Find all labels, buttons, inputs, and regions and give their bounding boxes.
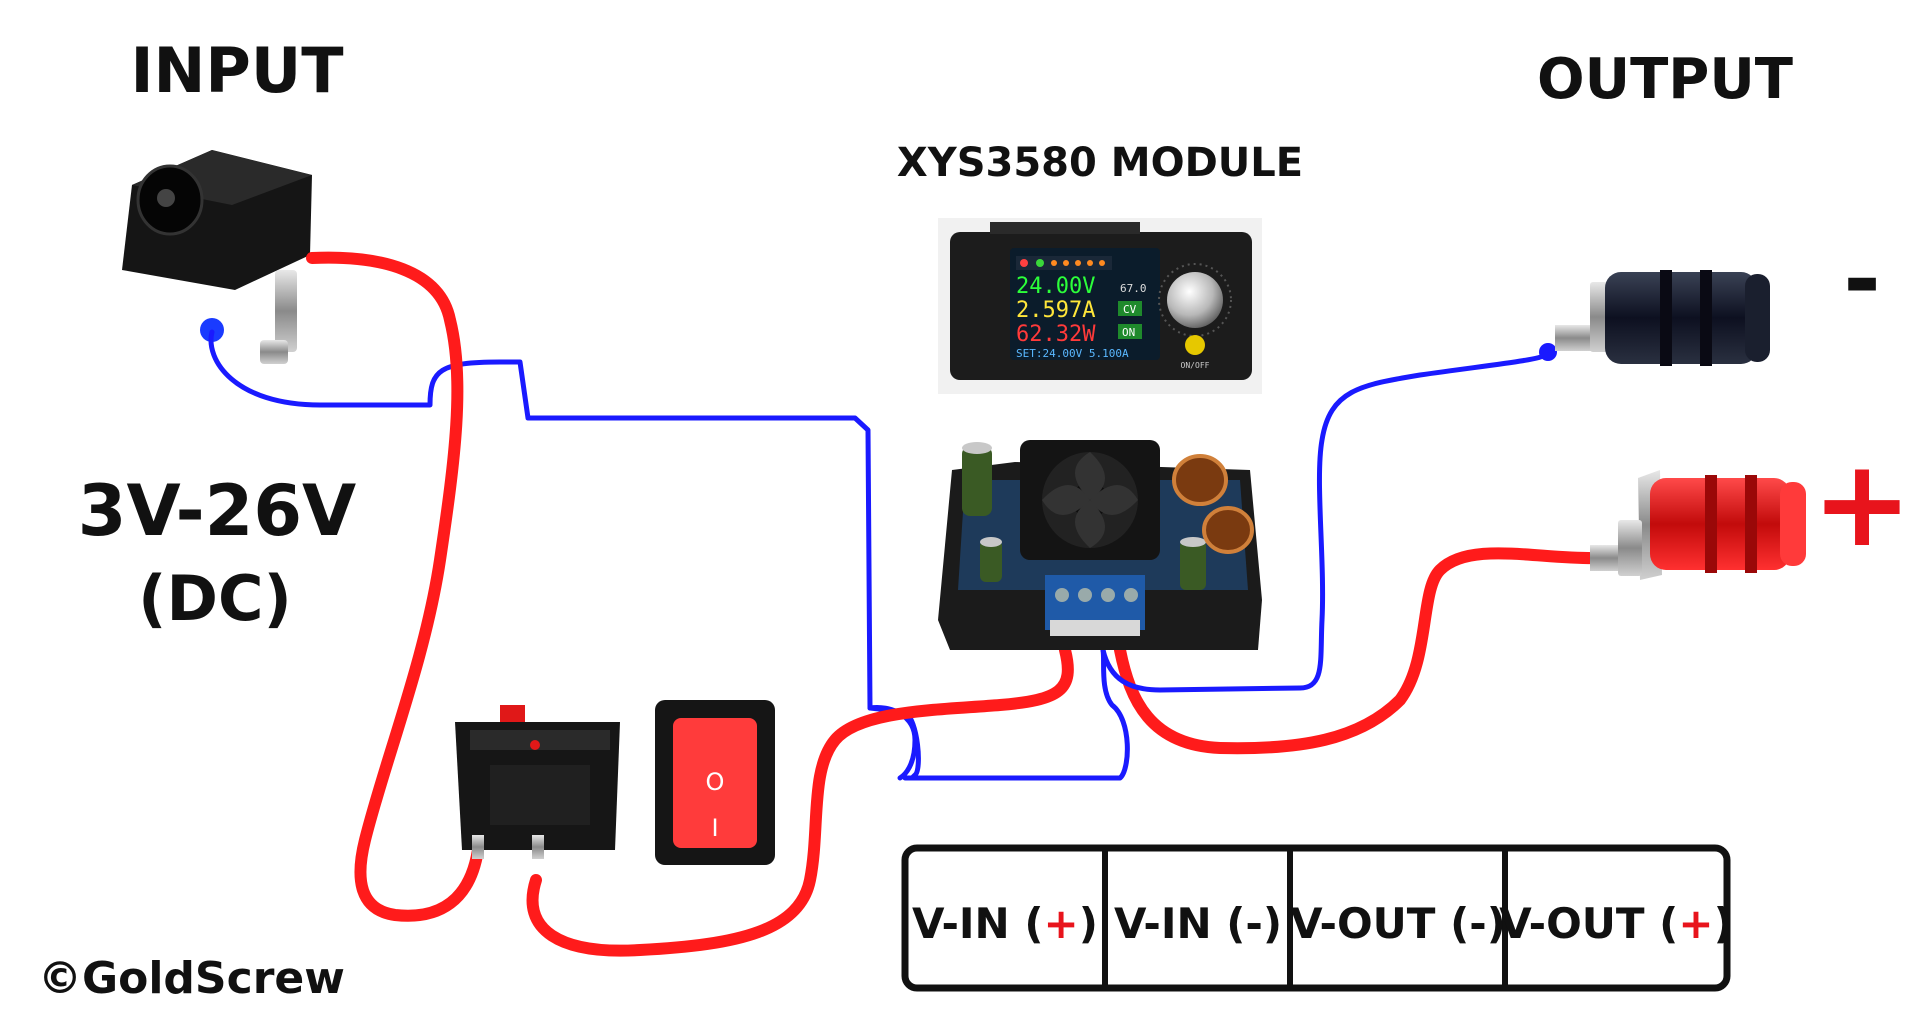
output-positive-wire bbox=[1114, 547, 1606, 755]
voltage-range-label: 3V-26V bbox=[78, 470, 356, 552]
output-negative-wire bbox=[1100, 352, 1548, 693]
lcd-current: 2.597A bbox=[1016, 298, 1095, 323]
output-heading: OUTPUT bbox=[1537, 47, 1793, 112]
switched-positive-wire bbox=[526, 644, 1074, 957]
terminal-label-vin-negative: V-IN (-) bbox=[1114, 899, 1282, 948]
copyright-label: ©GoldScrew bbox=[38, 953, 345, 1004]
binding-post-negative-icon bbox=[1555, 270, 1770, 366]
lcd-voltage: 24.00V bbox=[1016, 274, 1095, 299]
lcd-state: ON bbox=[1122, 326, 1135, 339]
capacitor-icon bbox=[962, 442, 1206, 590]
binding-post-positive-icon bbox=[1590, 470, 1806, 580]
rocker-switch-back bbox=[455, 705, 620, 859]
input-heading: INPUT bbox=[130, 34, 343, 107]
positive-sign: + bbox=[1812, 435, 1913, 574]
lcd-power: 62.32W bbox=[1016, 322, 1096, 347]
terminal-label-vout-positive: V-OUT (+) bbox=[1499, 899, 1733, 948]
negative-sign: - bbox=[1843, 227, 1880, 332]
terminal-label-strip: V-IN (+) V-IN (-) V-OUT (-) V-OUT (+) bbox=[901, 844, 1733, 992]
lcd-setpoint: SET:24.00V 5.100A bbox=[1016, 347, 1129, 360]
switch-off-symbol: O bbox=[706, 768, 725, 796]
wires bbox=[208, 251, 1606, 957]
lcd-temperature: 67.0 bbox=[1120, 282, 1147, 295]
control-knob-icon bbox=[1167, 272, 1223, 328]
dc-label: (DC) bbox=[138, 562, 292, 635]
rocker-switch-icon: O I bbox=[655, 700, 775, 865]
terminal-label-vout-negative: V-OUT (-) bbox=[1290, 899, 1506, 948]
terminal-label-vin-positive: V-IN (+) bbox=[912, 899, 1098, 948]
module-heading: XYS3580 MODULE bbox=[897, 140, 1303, 186]
input-positive-wire bbox=[306, 251, 484, 922]
cooling-fan-icon bbox=[1020, 440, 1160, 560]
switch-on-symbol: I bbox=[711, 814, 718, 842]
lcd-mode: CV bbox=[1123, 303, 1137, 316]
inductor-icon bbox=[1172, 454, 1254, 554]
terminal-block bbox=[1045, 575, 1145, 636]
dc-jack-icon bbox=[122, 150, 312, 364]
converter-module bbox=[938, 440, 1262, 650]
xys3580-display-panel: 24.00V 2.597A 62.32W 67.0 CV ON SET:24.0… bbox=[938, 218, 1262, 394]
on-off-button-icon bbox=[1185, 335, 1205, 355]
input-negative-wire-loop bbox=[867, 704, 918, 781]
knob-label: ON/OFF bbox=[1181, 361, 1210, 370]
